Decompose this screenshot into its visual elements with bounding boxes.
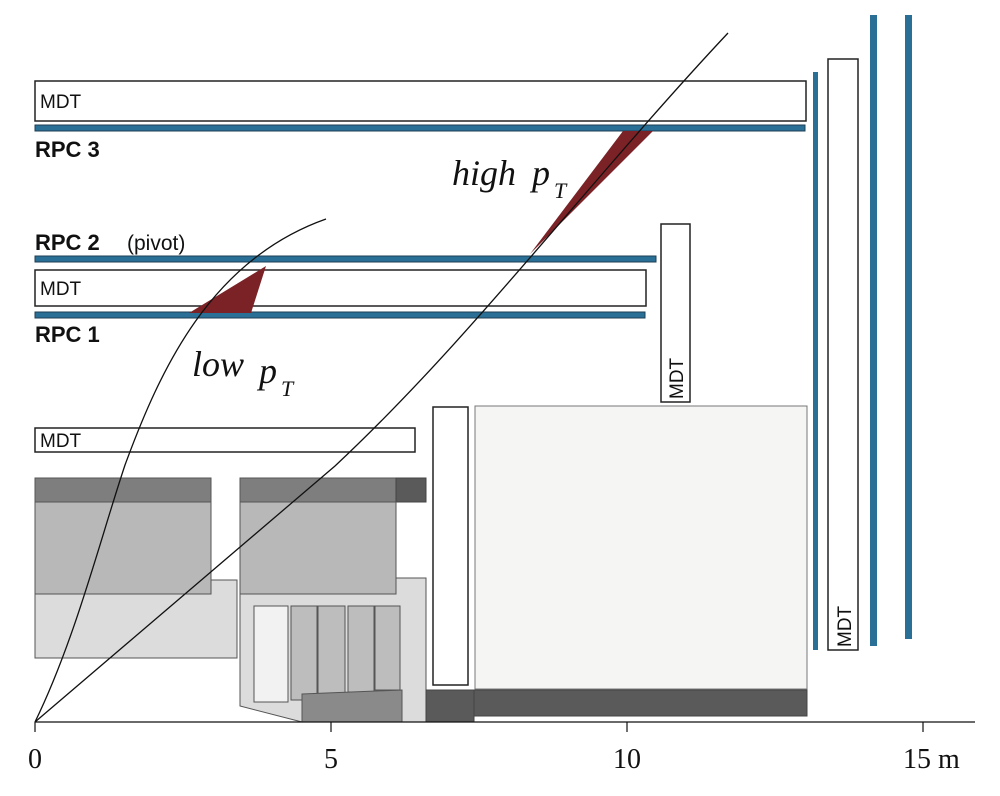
endcap-dark-bar bbox=[473, 689, 808, 717]
rpc2-chamber bbox=[34, 255, 657, 263]
low-pt-track bbox=[34, 218, 327, 723]
high-pt-track bbox=[34, 32, 729, 723]
cell-white bbox=[253, 605, 289, 703]
mdt-label-inner: MDT bbox=[40, 431, 82, 452]
x-tick-label-0: 0 bbox=[28, 744, 42, 775]
low-pt-subscript: T bbox=[281, 376, 295, 401]
cell-1 bbox=[290, 605, 318, 701]
cell-2 bbox=[317, 605, 346, 695]
calorimeter-block-middle bbox=[239, 501, 397, 595]
calorimeter-top-left bbox=[34, 477, 212, 503]
rpc2-label: RPC 2 bbox=[35, 230, 100, 255]
mdt-label-outer: MDT bbox=[40, 92, 82, 113]
x-tick-label-10: 10 bbox=[613, 744, 641, 775]
x-tick-label-5: 5 bbox=[324, 744, 338, 775]
mdt-vertical-outer bbox=[827, 58, 859, 651]
calorimeter-lower-left bbox=[34, 579, 238, 659]
high-pt-trigger-region bbox=[530, 131, 653, 254]
rpc2-pivot-label: (pivot) bbox=[127, 232, 185, 255]
calorimeter-top-middle-dark bbox=[395, 477, 427, 503]
calorimeter-top-middle bbox=[239, 477, 397, 503]
low-pt-p: p bbox=[256, 351, 277, 391]
high-pt-subscript: T bbox=[554, 178, 568, 203]
mdt-chamber-middle bbox=[34, 269, 647, 307]
rpc1-chamber bbox=[34, 311, 646, 319]
mdt-vertical-outer-label: MDT bbox=[835, 605, 856, 647]
endcap-station-3 bbox=[905, 15, 912, 639]
toroid-region bbox=[474, 405, 808, 690]
cell-3 bbox=[347, 605, 375, 693]
mdt-label-middle: MDT bbox=[40, 279, 82, 300]
mdt-vertical-middle-label: MDT bbox=[667, 357, 688, 399]
mdt-chamber-inner bbox=[34, 427, 416, 453]
low-pt-trigger-region bbox=[189, 266, 266, 313]
endcap-station-1 bbox=[813, 72, 818, 650]
endcap-dark-bar-left bbox=[425, 689, 475, 723]
high-pt-label: high bbox=[452, 153, 516, 193]
low-pt-label: low bbox=[192, 344, 244, 384]
calorimeter-block-left bbox=[34, 501, 212, 595]
high-pt-p: p bbox=[529, 153, 550, 193]
cell-4 bbox=[374, 605, 401, 691]
mdt-vertical-middle bbox=[660, 223, 691, 403]
mdt-vertical-inner bbox=[432, 406, 469, 686]
rpc3-label: RPC 3 bbox=[35, 137, 100, 162]
mdt-chamber-outer bbox=[34, 80, 807, 122]
rpc1-label: RPC 1 bbox=[35, 322, 100, 347]
endcap-station-2 bbox=[870, 15, 877, 646]
x-tick-label-15: 15 m bbox=[903, 744, 960, 775]
rpc3-chamber bbox=[34, 124, 806, 132]
cell-bottom-dark bbox=[301, 689, 403, 723]
